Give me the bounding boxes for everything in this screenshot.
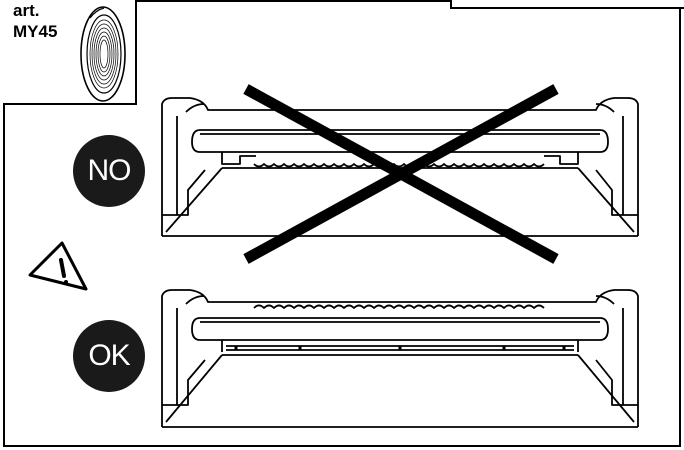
no-badge: NO [73, 135, 145, 207]
grille-disc-icon [80, 6, 126, 102]
article-label-line2: MY45 [13, 22, 58, 41]
cross-mark-icon [243, 84, 559, 264]
no-badge-label: NO [87, 154, 132, 187]
warning-triangle-icon [28, 241, 88, 291]
ok-badge-label: OK [88, 339, 130, 372]
ok-badge: OK [73, 320, 145, 392]
article-label-line1: art. [13, 1, 40, 20]
diagram-frame [3, 0, 681, 447]
header-box-edge [450, 0, 684, 9]
incorrect-assembly-drawing [161, 97, 639, 237]
article-box: art. MY45 [3, 0, 137, 105]
correct-assembly-drawing [161, 289, 639, 428]
